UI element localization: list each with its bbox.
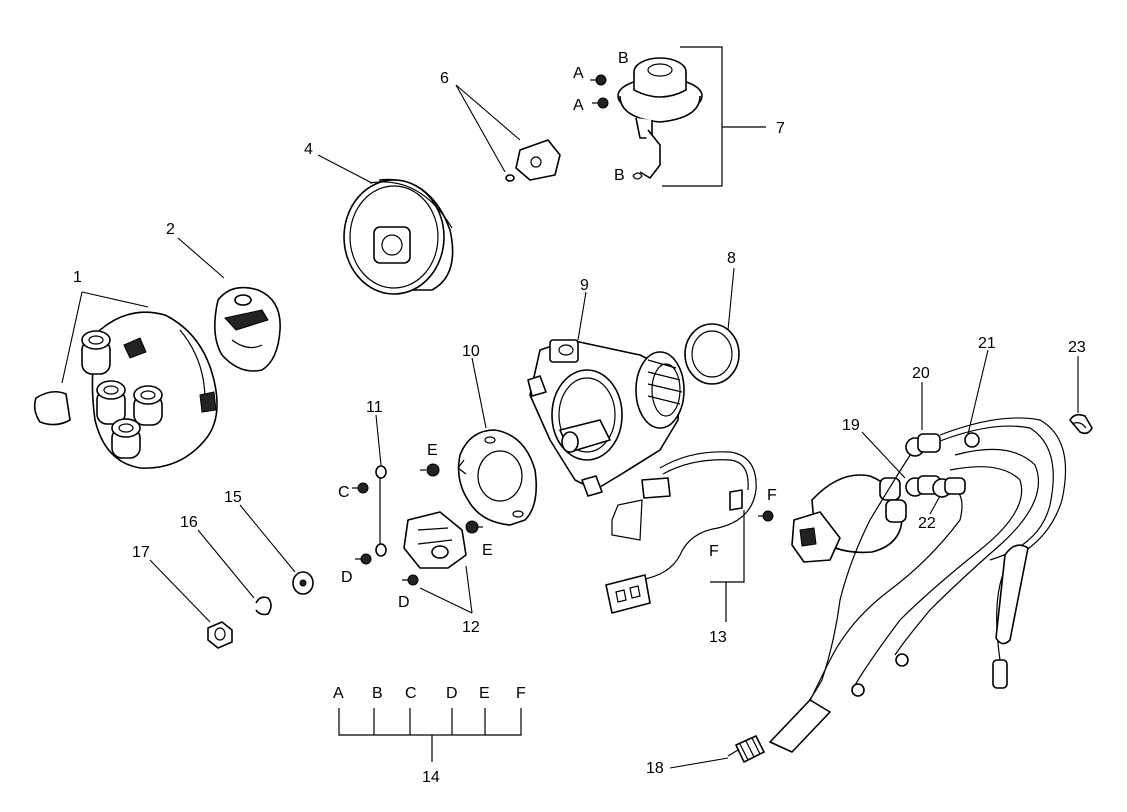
callout-20: 20 <box>912 365 930 382</box>
leader-6a <box>455 84 521 141</box>
leader-12b <box>465 565 473 614</box>
part-2-rotor <box>214 286 281 372</box>
leader-16 <box>197 529 255 599</box>
callout-22: 22 <box>918 515 936 532</box>
callout-7: 7 <box>776 120 785 137</box>
callout-10: 10 <box>462 343 480 360</box>
leader-17 <box>149 559 211 623</box>
part-7-vacuum-unit <box>590 57 703 180</box>
part-10-breaker-plate <box>457 429 538 526</box>
leader-11 <box>375 414 382 466</box>
part-16-circlip <box>255 596 272 616</box>
part-19-coil-cap <box>791 474 907 563</box>
part-9-distributor-housing <box>527 339 685 497</box>
part-1-distributor-cap <box>33 311 218 469</box>
leader-22 <box>929 495 941 515</box>
leader-9 <box>577 291 587 341</box>
leader-21 <box>967 349 989 435</box>
callout-15: 15 <box>224 489 242 506</box>
part-6-advance-bracket <box>505 139 561 182</box>
leader-10 <box>471 357 487 429</box>
letter-a-2: A <box>573 97 584 114</box>
part-17-nut <box>207 621 233 649</box>
screw-e-upper <box>420 463 440 477</box>
callout-17: 17 <box>132 544 150 561</box>
leader-18 <box>669 757 729 769</box>
bracket-13 <box>710 510 745 622</box>
leader-12a <box>419 587 473 614</box>
kit-letter-c: C <box>405 685 417 702</box>
part-8-o-ring <box>684 323 740 385</box>
callout-12: 12 <box>462 619 480 636</box>
part-20-21-22-ht-leads <box>769 417 1067 753</box>
bracket-7 <box>662 46 766 187</box>
leader-6b <box>455 84 506 173</box>
callout-18: 18 <box>646 760 664 777</box>
leader-2 <box>177 237 225 279</box>
letter-f-1: F <box>709 543 719 560</box>
kit-letter-b: B <box>372 685 383 702</box>
letter-c: C <box>338 484 350 501</box>
part-13-wiring-harness <box>605 451 774 614</box>
part-12-igniter <box>402 511 483 586</box>
leader-8 <box>727 267 735 331</box>
leader-1a <box>81 291 149 308</box>
callout-4: 4 <box>304 141 313 158</box>
kit-legend-14 <box>338 708 522 762</box>
leader-19 <box>861 431 906 479</box>
letter-b-1: B <box>618 50 629 67</box>
callout-8: 8 <box>727 250 736 267</box>
letter-d-1: D <box>341 569 353 586</box>
callout-9: 9 <box>580 277 589 294</box>
letter-f-2: F <box>767 487 777 504</box>
letter-a-1: A <box>573 65 584 82</box>
callout-2: 2 <box>166 221 175 238</box>
part-15-washer <box>292 571 314 595</box>
leader-1b <box>61 291 83 384</box>
part-11-ground-lead <box>352 465 387 565</box>
callout-13: 13 <box>709 629 727 646</box>
kit-letter-d: D <box>446 685 458 702</box>
part-4-dust-cover <box>343 178 454 295</box>
callout-21: 21 <box>978 335 996 352</box>
kit-letter-a: A <box>333 685 344 702</box>
letter-e-2: E <box>482 542 493 559</box>
letter-d-2: D <box>398 594 410 611</box>
callout-11: 11 <box>366 399 383 416</box>
callout-19: 19 <box>842 417 860 434</box>
kit-letter-f: F <box>516 685 526 702</box>
callout-14: 14 <box>422 769 440 786</box>
letter-b-2: B <box>614 167 625 184</box>
callout-1: 1 <box>73 269 82 286</box>
leader-4 <box>317 154 373 184</box>
leader-15 <box>239 504 296 573</box>
callout-6: 6 <box>440 70 449 87</box>
letter-e-1: E <box>427 442 438 459</box>
callout-23: 23 <box>1068 339 1086 356</box>
callout-16: 16 <box>180 514 198 531</box>
part-23-clamp <box>1069 413 1093 435</box>
kit-letter-e: E <box>479 685 490 702</box>
part-18-spark-plug <box>727 735 765 763</box>
